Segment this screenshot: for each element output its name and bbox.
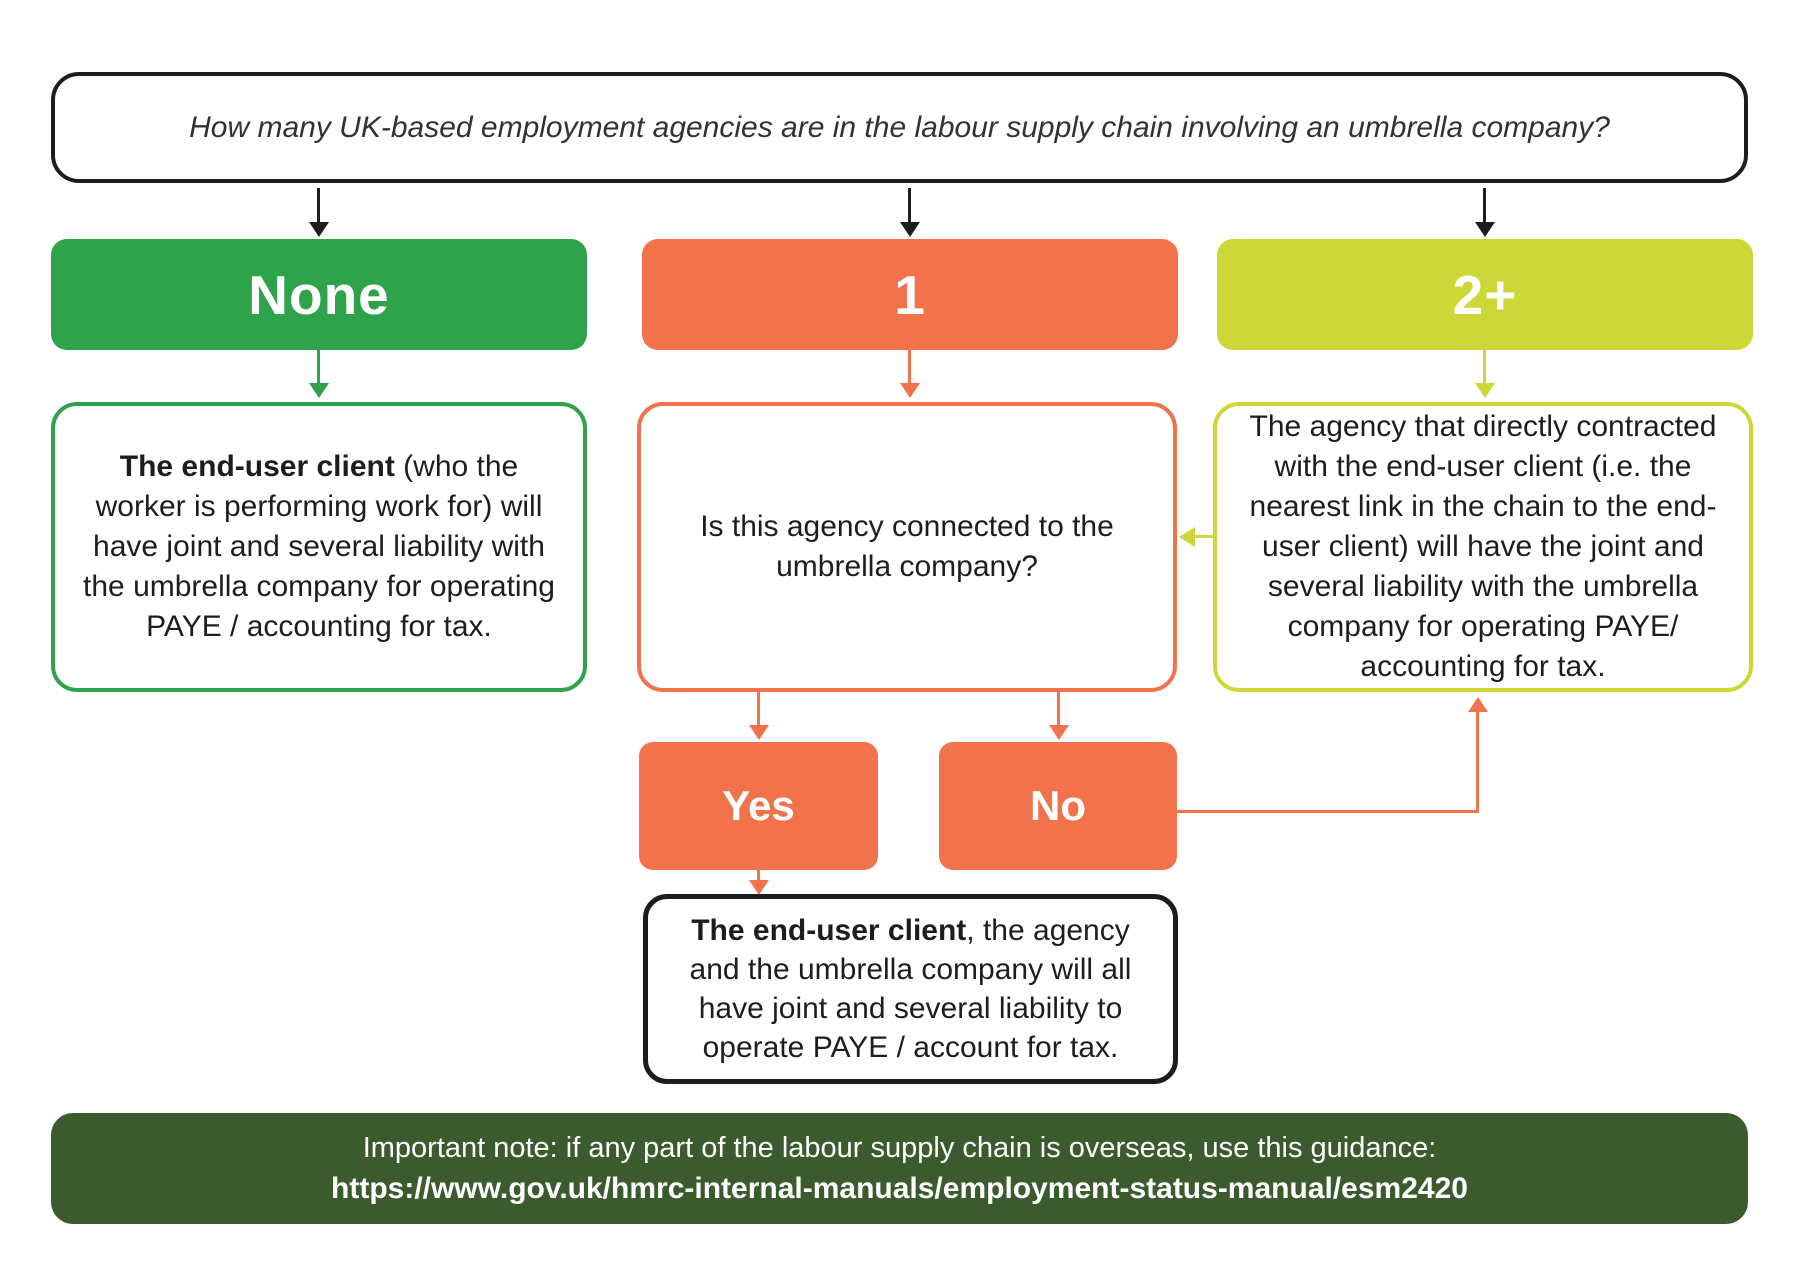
- final-outcome-box: The end-user client, the agency and the …: [643, 894, 1178, 1084]
- yes-box: Yes: [639, 742, 878, 870]
- arrow-line: [908, 350, 911, 385]
- arrow-head-down-icon: [309, 222, 329, 237]
- arrow-head-left-icon: [1179, 527, 1195, 547]
- arrow-line: [1483, 188, 1486, 224]
- root-question-text: How many UK-based employment agencies ar…: [189, 110, 1610, 144]
- no-box: No: [939, 742, 1177, 870]
- agency-question-text: Is this agency connected to the umbrella…: [700, 510, 1114, 583]
- arrow-head-down-icon: [1475, 222, 1495, 237]
- outcome-none-box: The end-user client (who the worker is p…: [51, 402, 587, 692]
- outcome-none-lead: The end-user client: [119, 450, 395, 483]
- branch-one-label: 1: [894, 263, 926, 326]
- outcome-none-text: The end-user client (who the worker is p…: [81, 447, 557, 647]
- final-outcome-lead: The end-user client: [691, 914, 967, 947]
- arrow-head-down-icon: [1475, 383, 1495, 398]
- arrow-line: [757, 692, 760, 727]
- root-question-box: How many UK-based employment agencies ar…: [51, 72, 1748, 183]
- arrow-head-down-icon: [900, 222, 920, 237]
- arrow-line: [317, 188, 320, 224]
- arrow-line: [1057, 692, 1060, 727]
- connector-vertical-line: [1476, 711, 1479, 813]
- arrow-head-down-icon: [749, 725, 769, 740]
- arrow-line: [1192, 535, 1213, 538]
- branch-none-box: None: [51, 239, 587, 350]
- arrow-head-down-icon: [1049, 725, 1069, 740]
- agency-question-box: Is this agency connected to the umbrella…: [637, 402, 1177, 692]
- arrow-head-up-icon: [1468, 697, 1488, 712]
- no-label: No: [1030, 782, 1086, 829]
- arrow-line: [908, 188, 911, 224]
- yes-label: Yes: [722, 782, 795, 829]
- outcome-two-plus-text: The agency that directly contracted with…: [1249, 410, 1717, 683]
- branch-two-plus-label: 2+: [1452, 263, 1518, 326]
- footer-url-text: https://www.gov.uk/hmrc-internal-manuals…: [331, 1171, 1468, 1205]
- footer-note-bar: Important note: if any part of the labou…: [51, 1113, 1748, 1224]
- arrow-head-down-icon: [900, 383, 920, 398]
- arrow-line: [1483, 350, 1486, 385]
- arrow-head-down-icon: [309, 383, 329, 398]
- footer-note-text: Important note: if any part of the labou…: [362, 1131, 1437, 1164]
- connector-horizontal-line: [1177, 810, 1479, 813]
- branch-none-label: None: [248, 263, 390, 326]
- arrow-line: [757, 870, 760, 882]
- final-outcome-text: The end-user client, the agency and the …: [666, 911, 1155, 1067]
- branch-two-plus-box: 2+: [1217, 239, 1753, 350]
- branch-one-box: 1: [642, 239, 1178, 350]
- arrow-line: [317, 350, 320, 385]
- outcome-none-rest: (who the worker is performing work for) …: [83, 450, 555, 643]
- final-outcome-rest: , the agency and the umbrella company wi…: [689, 914, 1132, 1064]
- outcome-two-plus-box: The agency that directly contracted with…: [1213, 402, 1753, 692]
- arrow-head-down-icon: [749, 880, 769, 895]
